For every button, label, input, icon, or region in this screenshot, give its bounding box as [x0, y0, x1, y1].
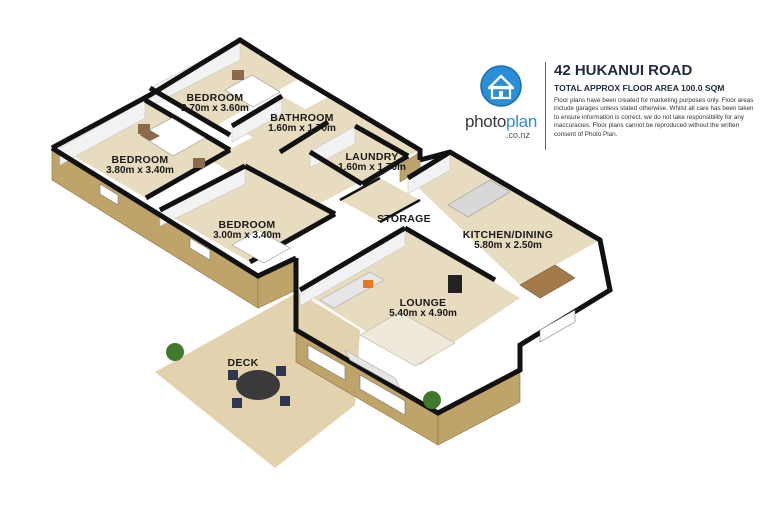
size-bedroom-left: 3.80m x 3.40m: [106, 165, 174, 176]
furniture: [138, 70, 576, 409]
logo-word-photo: photo: [465, 112, 507, 131]
label-laundry: LAUNDRY: [345, 151, 398, 163]
deck-table: [236, 370, 280, 400]
wall-tops-thin: [339, 176, 421, 224]
property-address: 42 HUKANUI ROAD: [554, 62, 693, 79]
size-bedroom-bottom: 3.00m x 3.40m: [213, 230, 281, 241]
rug: [359, 311, 456, 367]
logo-domain: .co.nz: [505, 130, 530, 140]
size-bedroom-top: 2.70m x 3.60m: [181, 103, 249, 114]
logo-wordmark: photoplan: [458, 112, 544, 132]
header-divider: [545, 62, 546, 150]
label-bedroom-left: BEDROOM: [112, 154, 169, 166]
room-labels: BEDROOM 2.70m x 3.60m BATHROOM 1.60m x 1…: [106, 92, 553, 369]
label-bathroom: BATHROOM: [270, 112, 333, 124]
floor-bedroom-top: [150, 40, 300, 128]
sofa-front: [344, 349, 401, 389]
windows: [99, 183, 576, 416]
size-lounge: 5.40m x 4.90m: [389, 308, 457, 319]
label-storage: STORAGE: [377, 213, 431, 225]
logo-word-plan: plan: [506, 112, 537, 131]
floor-kitchen: [408, 152, 600, 285]
label-deck: DECK: [228, 357, 259, 369]
label-bedroom-bottom: BEDROOM: [219, 219, 276, 231]
house-icon: [480, 65, 522, 107]
bed-bottom: [231, 229, 291, 264]
dining-table: [519, 264, 576, 299]
kitchen-counter: [447, 179, 511, 218]
label-kitchen: KITCHEN/DINING: [463, 229, 554, 241]
size-kitchen: 5.80m x 2.50m: [474, 240, 542, 251]
bed-left: [139, 117, 206, 157]
label-bedroom-top: BEDROOM: [187, 92, 244, 104]
label-lounge: LOUNGE: [400, 297, 447, 309]
size-bathroom: 1.60m x 1.70m: [268, 123, 336, 134]
plant: [166, 343, 441, 409]
info-block: 42 HUKANUI ROAD TOTAL APPROX FLOOR AREA …: [554, 62, 754, 139]
floor-area: TOTAL APPROX FLOOR AREA 100.0 SQM: [554, 83, 725, 93]
wall-tops: [50, 37, 613, 416]
disclaimer: Floor plans have been created for market…: [554, 97, 754, 138]
size-laundry: 1.60m x 1.70m: [338, 162, 406, 173]
